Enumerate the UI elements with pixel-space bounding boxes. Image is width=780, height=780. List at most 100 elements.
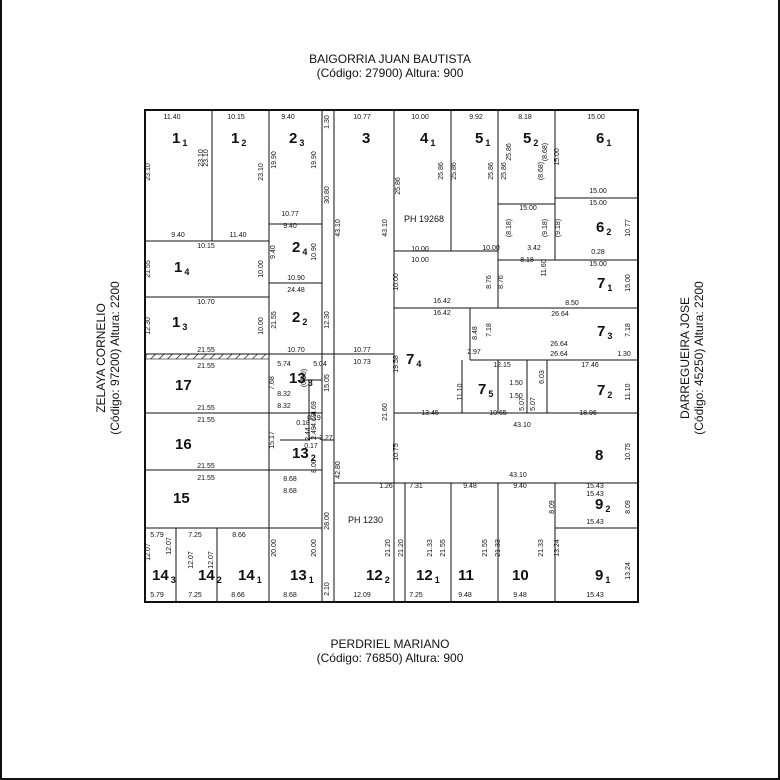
dimension-label: 21.55 — [197, 405, 215, 412]
dimension-label: 21.33 — [538, 539, 545, 557]
dimension-label: 1.26 — [379, 483, 393, 490]
dimension-label: 43.10 — [335, 219, 342, 237]
dimension-label: 4.69 — [311, 413, 318, 427]
dimension-label: 2.44 — [305, 427, 312, 441]
dimension-label: 8.68 — [283, 592, 297, 599]
parcel-number: 8 — [595, 447, 603, 464]
dimension-label: 26.64 — [550, 351, 568, 358]
dimension-label: 7.18 — [625, 323, 632, 337]
dimension-label: 10.15 — [197, 243, 215, 250]
dimension-label: 9.92 — [469, 114, 483, 121]
block-outline — [144, 109, 639, 603]
dimension-label: 9.48 — [513, 592, 527, 599]
dimension-label: 5.74 — [277, 361, 291, 368]
dimension-label: 10.90 — [287, 275, 305, 282]
dimension-label: 20.00 — [311, 539, 318, 557]
dimension-label: 25.86 — [488, 162, 495, 180]
dimension-label: 15.00 — [589, 261, 607, 268]
dimension-label: 9.40 — [513, 483, 527, 490]
dimension-label: 15.00 — [554, 148, 561, 166]
dimension-label: 10.77 — [353, 114, 371, 121]
dimension-label: 7.25 — [409, 592, 423, 599]
dimension-label: 2.10 — [324, 582, 331, 596]
dimension-label: 12.30 — [145, 317, 152, 335]
dimension-label: 5.07 — [519, 397, 526, 411]
parcel-number: 11 — [458, 567, 474, 584]
dimension-label: 1.50 — [509, 393, 523, 400]
dimension-label: (8.18) — [506, 219, 513, 237]
dimension-label: 10.73 — [353, 359, 371, 366]
dimension-label: 16.42 — [433, 310, 451, 317]
ph-label: PH 19268 — [404, 214, 444, 224]
dimension-label: (8.68) — [538, 162, 545, 180]
dimension-label: 8.18 — [518, 114, 532, 121]
dimension-label: 15.00 — [519, 205, 537, 212]
dimension-label: 10.65 — [489, 410, 507, 417]
dimension-label: 15.43 — [586, 491, 604, 498]
dimension-label: 11.60 — [541, 259, 548, 276]
dimension-label: 15.00 — [589, 188, 607, 195]
dimension-label: 19.58 — [393, 355, 400, 373]
dimension-label: 5.79 — [150, 592, 164, 599]
dimension-label: 42.80 — [335, 461, 342, 479]
dimension-label: 21.20 — [385, 539, 392, 557]
dimension-label: 25.86 — [506, 143, 513, 161]
street-south-name: PERDRIEL MARIANO — [330, 637, 450, 651]
dimension-label: 5.07 — [530, 397, 537, 411]
dimension-label: 8.66 — [232, 532, 246, 539]
dimension-label: 15.43 — [586, 483, 604, 490]
dimension-label: 17.46 — [581, 362, 599, 369]
parcel-number: 17 — [175, 377, 192, 394]
dimension-label: 9.48 — [458, 592, 472, 599]
dimension-label: 11.40 — [230, 232, 247, 239]
dimension-label: 8.66 — [231, 592, 245, 599]
dimension-label: 8.68 — [283, 476, 297, 483]
dimension-label: 7.68 — [269, 376, 276, 390]
dimension-label: 21.55 — [145, 260, 152, 278]
dimension-label: 8.18 — [520, 257, 534, 264]
dimension-label: 7.18 — [486, 323, 493, 337]
dimension-label: 8.32 — [277, 391, 291, 398]
dimension-label: 43.10 — [513, 422, 531, 429]
dimension-label: 25.86 — [395, 177, 402, 195]
dimension-label: 10.00 — [411, 246, 429, 253]
dimension-label: 0.19 — [307, 415, 321, 422]
street-south: PERDRIEL MARIANO (Código: 76850) Altura:… — [0, 637, 780, 665]
dimension-label: 10.77 — [353, 347, 371, 354]
dimension-label: 5.79 — [150, 532, 164, 539]
dimension-label: 8.76 — [498, 275, 505, 289]
dimension-label: 23.10 — [203, 149, 210, 167]
dimension-label: 21.60 — [382, 403, 389, 421]
dimension-label: 10.00 — [258, 260, 265, 278]
dimension-label: 7.25 — [188, 532, 202, 539]
parcel-number: 3 — [362, 130, 370, 147]
dimension-label: 2.49 — [311, 426, 318, 440]
dimension-label: 18.96 — [579, 410, 597, 417]
dimension-label: 10.00 — [482, 245, 500, 252]
dimension-label: 21.55 — [197, 363, 215, 370]
parcel-number: 16 — [175, 436, 192, 453]
dimension-label: (9.18) — [555, 219, 562, 237]
dimension-label: 24.48 — [287, 287, 305, 294]
dimension-label: 12.07 — [145, 543, 152, 561]
dimension-label: 21.20 — [398, 539, 405, 557]
dimension-label: 25.86 — [501, 162, 508, 180]
dimension-label: 8.68 — [283, 488, 297, 495]
dimension-label: 10.77 — [281, 211, 299, 218]
parcel-number: 10 — [512, 567, 529, 584]
dimension-label: 4.69 — [311, 401, 318, 415]
dimension-label: 9.40 — [281, 114, 295, 121]
